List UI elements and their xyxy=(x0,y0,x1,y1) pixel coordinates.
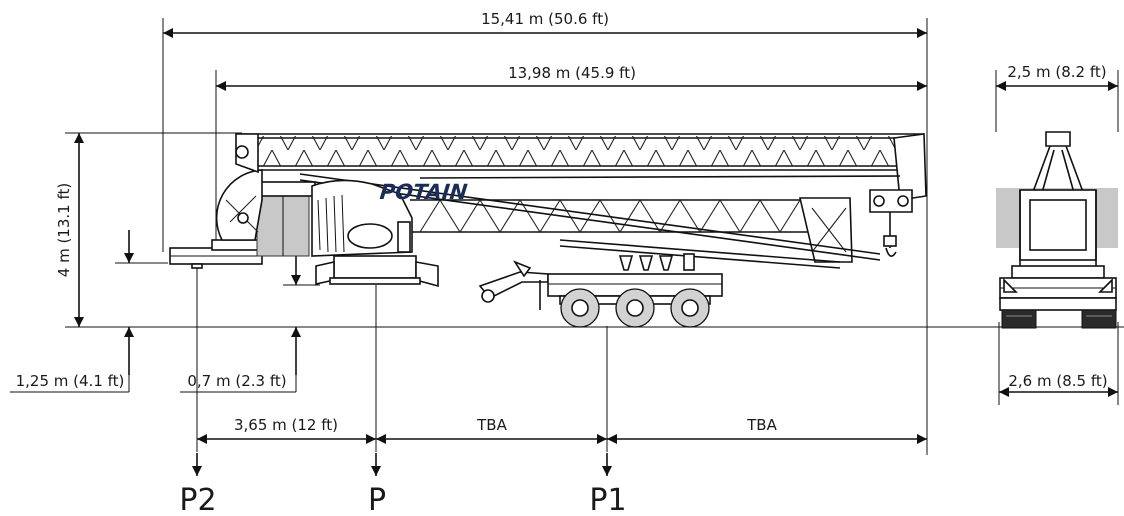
drawbar xyxy=(478,260,549,310)
brand-text: POTAIN xyxy=(379,179,470,204)
front-tyres-left xyxy=(1001,309,1037,329)
load-label-p1: P1 xyxy=(589,483,626,516)
overall-length-label: 15,41 m (50.6 ft) xyxy=(481,10,609,28)
dimension-lines xyxy=(10,28,1118,444)
load-label-p: P xyxy=(368,483,386,516)
p1-tip-label: TBA xyxy=(746,416,777,434)
load-label-p2: P2 xyxy=(179,483,216,516)
height-label: 4 m (13.1 ft) xyxy=(55,183,73,277)
folded-mast-lattice xyxy=(410,197,853,269)
front-tyres-right xyxy=(1081,309,1117,329)
outrigger-height-label: 0,7 m (2.3 ft) xyxy=(187,372,286,390)
counterweight xyxy=(254,181,316,257)
base-chassis xyxy=(315,255,439,288)
top-width-label: 2,5 m (8.2 ft) xyxy=(1007,63,1106,81)
rear-outrigger xyxy=(169,239,263,269)
wheels xyxy=(560,288,710,328)
rear-mast-pivot xyxy=(215,169,263,241)
jib-lattice xyxy=(235,133,924,174)
bottom-width-label: 2,6 m (8.5 ft) xyxy=(1008,372,1107,390)
p-p1-label: TBA xyxy=(476,416,507,434)
p2-p-label: 3,65 m (12 ft) xyxy=(234,416,338,434)
slewing-cab xyxy=(311,179,413,257)
jib-tip xyxy=(869,133,927,257)
extension-lines xyxy=(65,18,1124,455)
jib-length-label: 13,98 m (45.9 ft) xyxy=(508,64,636,82)
crane-side-view: POTAIN xyxy=(169,133,927,328)
crane-front-view xyxy=(996,131,1118,329)
left-rear-height-label: 1,25 m (4.1 ft) xyxy=(16,372,125,390)
